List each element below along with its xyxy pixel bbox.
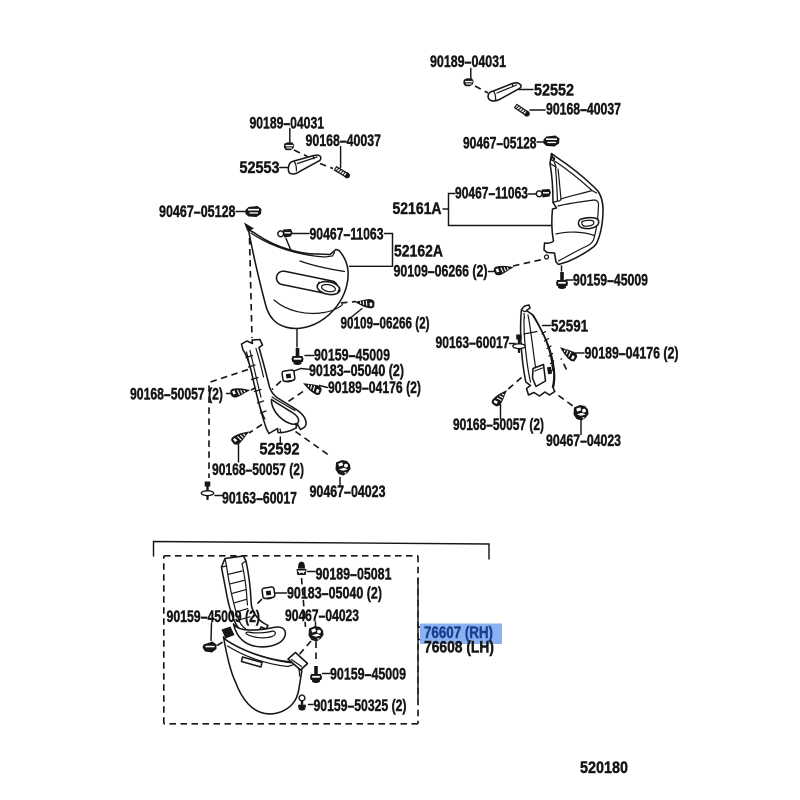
svg-text:52161A: 52161A bbox=[393, 200, 442, 218]
svg-text:52592: 52592 bbox=[260, 441, 300, 459]
svg-text:90189–04031: 90189–04031 bbox=[430, 53, 506, 71]
svg-text:90467–05128: 90467–05128 bbox=[463, 135, 537, 153]
svg-text:76608 (LH): 76608 (LH) bbox=[424, 639, 494, 657]
svg-text:90109–06266 (2): 90109–06266 (2) bbox=[341, 315, 430, 333]
svg-text:76607 (RH): 76607 (RH) bbox=[424, 624, 493, 642]
svg-text:90168–40037: 90168–40037 bbox=[306, 132, 382, 150]
svg-text:90467–11063: 90467–11063 bbox=[455, 185, 528, 203]
svg-text:90168–50057 (2): 90168–50057 (2) bbox=[453, 416, 544, 434]
svg-text:52553: 52553 bbox=[240, 159, 280, 177]
svg-text:90163–60017: 90163–60017 bbox=[222, 490, 297, 508]
svg-text:90467–05128: 90467–05128 bbox=[159, 203, 236, 221]
svg-text:90168–50057 (2): 90168–50057 (2) bbox=[130, 386, 223, 404]
svg-text:90159–45009: 90159–45009 bbox=[330, 666, 406, 684]
svg-text:90189–04031: 90189–04031 bbox=[250, 115, 325, 133]
svg-text:52162A: 52162A bbox=[394, 243, 443, 261]
svg-text:90163–60017: 90163–60017 bbox=[436, 334, 510, 352]
svg-text:90467–04023: 90467–04023 bbox=[310, 483, 386, 501]
svg-text:90467–11063: 90467–11063 bbox=[310, 226, 384, 244]
svg-text:90467–04023: 90467–04023 bbox=[546, 432, 621, 450]
svg-text:52552: 52552 bbox=[534, 82, 574, 100]
svg-text:90168–40037: 90168–40037 bbox=[546, 101, 621, 119]
svg-text:90189–04176 (2): 90189–04176 (2) bbox=[585, 345, 679, 363]
svg-text:90183–05040 (2): 90183–05040 (2) bbox=[309, 362, 404, 380]
svg-text:90159–45009: 90159–45009 bbox=[314, 347, 390, 365]
svg-text:52591: 52591 bbox=[551, 318, 588, 336]
svg-text:90189–05081: 90189–05081 bbox=[316, 566, 392, 584]
svg-text:90168–50057 (2): 90168–50057 (2) bbox=[212, 461, 304, 479]
svg-text:90159–45009 (2): 90159–45009 (2) bbox=[167, 608, 261, 626]
svg-text:90189–04176 (2): 90189–04176 (2) bbox=[328, 379, 421, 397]
svg-text:90159–50325 (2): 90159–50325 (2) bbox=[314, 697, 407, 715]
svg-text:90183–05040 (2): 90183–05040 (2) bbox=[287, 585, 382, 603]
svg-text:90159–45009: 90159–45009 bbox=[573, 272, 648, 290]
svg-text:90467–04023: 90467–04023 bbox=[285, 607, 359, 625]
svg-text:90109–06266 (2): 90109–06266 (2) bbox=[394, 263, 488, 281]
svg-text:520180: 520180 bbox=[580, 759, 628, 777]
